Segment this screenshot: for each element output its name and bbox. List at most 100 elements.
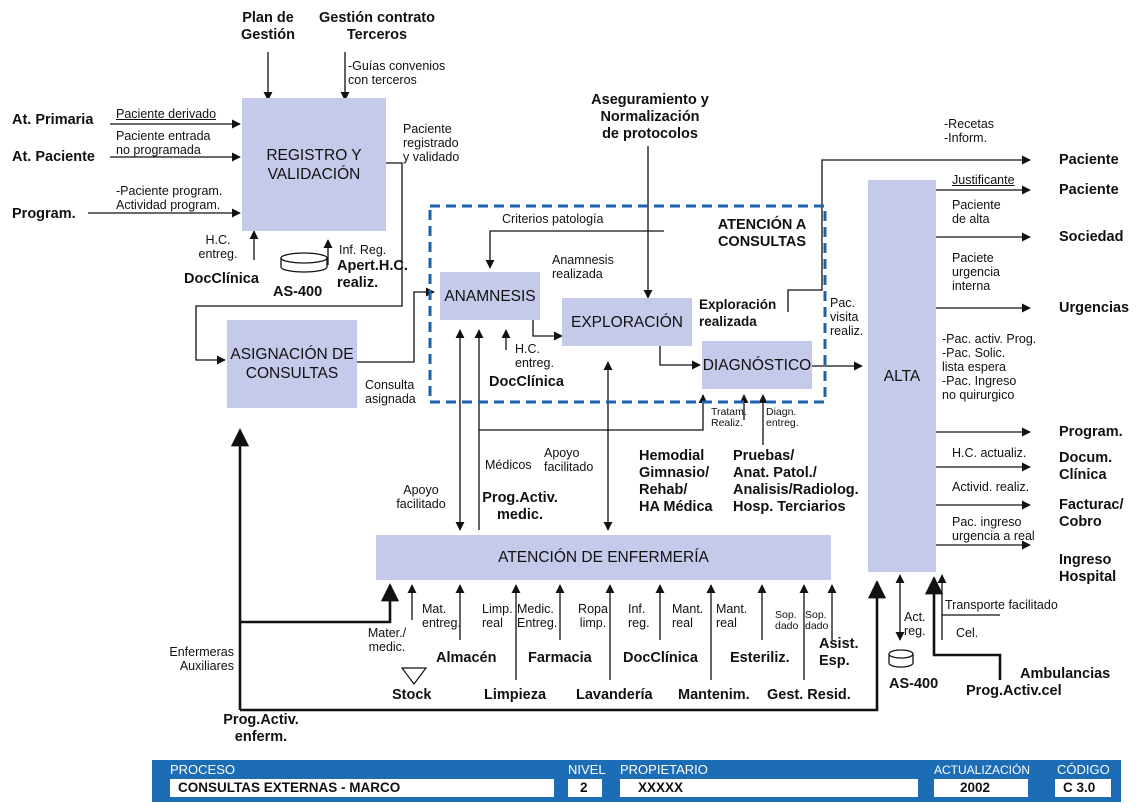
anamnesis-realizada-label: Anamnesis realizada xyxy=(552,253,614,281)
codigo-label: CÓDIGO xyxy=(1057,762,1110,777)
alta-box: ALTA xyxy=(868,180,936,572)
mant-real-b-label: Mant. real xyxy=(716,602,748,630)
ropa-limp-label: Ropa limp. xyxy=(578,602,608,630)
limpieza-label: Limpieza xyxy=(484,687,547,703)
anamnesis-box: ANAMNESIS xyxy=(440,272,540,320)
registro-validacion-box: REGISTRO Y VALIDACIÓN xyxy=(242,98,386,231)
sop-dado-b-label: Sop. dado xyxy=(805,609,829,632)
mantenim-label: Mantenim. xyxy=(678,687,750,703)
proceso-value: CONSULTAS EXTERNAS - MARCO xyxy=(170,779,554,797)
mat-entreg-label: Mat. entreg. xyxy=(422,602,461,630)
cel-label: Cel. xyxy=(956,626,979,640)
esteriliz-label: Esteriliz. xyxy=(730,650,790,666)
atencion-enfermeria-box: ATENCIÓN DE ENFERMERÍA xyxy=(376,535,831,580)
recetas-label: -Recetas -Inform. xyxy=(944,117,995,145)
stock-label: Stock xyxy=(392,687,432,703)
paciente2-label: Paciente xyxy=(1059,182,1119,198)
criterios-label: Criterios patología xyxy=(502,212,604,226)
hc-entreg-label: H.C. entreg. xyxy=(198,233,238,261)
apoyo-facilitado-b-label: Apoyo facilitado xyxy=(396,483,446,511)
program-input-label: Program. xyxy=(12,206,76,222)
almacen-label: Almacén xyxy=(436,650,497,666)
diagnostico-label: DIAGNÓSTICO xyxy=(702,356,812,374)
nivel-label: NIVEL xyxy=(568,762,606,777)
limp-real-label: Limp. real xyxy=(482,602,513,630)
ambulancias-label: Ambulancias xyxy=(1020,666,1111,682)
tratam-label: Tratam. Realiz. xyxy=(711,406,747,429)
paciente1-label: Paciente xyxy=(1059,152,1119,168)
hc-actualiz-label: H.C. actualiz. xyxy=(952,446,1027,460)
gest-resid-label: Gest. Resid. xyxy=(767,687,851,703)
docum-clinica-label: Docum. Clínica xyxy=(1059,450,1113,483)
sociedad-label: Sociedad xyxy=(1059,229,1124,245)
pruebas-label: Pruebas/ Anat. Patol./ Analisis/Radiolog… xyxy=(733,448,859,515)
medic-entreg-label: Medic. Entreg. xyxy=(517,602,558,630)
plan-gestion-label: Plan de Gestión xyxy=(241,10,295,43)
codigo-value: C 3.0 xyxy=(1055,779,1111,797)
docclinica-mid-label: DocClínica xyxy=(489,374,564,390)
paciente-derivado-label: Paciente derivado xyxy=(116,107,217,121)
mater-medic-label: Mater./ medic. xyxy=(367,626,407,654)
actualizacion-value: 2002 xyxy=(934,779,1028,797)
paciente-program-label: -Paciente program. Actividad program. xyxy=(116,184,223,212)
sop-dado-a-label: Sop. dado xyxy=(775,609,799,632)
consulta-asignada-label: Consulta asignada xyxy=(365,378,416,406)
paciete-urgencia-label: Paciete urgencia interna xyxy=(952,251,1000,293)
at-primaria-label: At. Primaria xyxy=(12,112,94,128)
enfermeria-label: ATENCIÓN DE ENFERMERÍA xyxy=(498,549,709,566)
actualizacion-label: ACTUALIZACIÓN xyxy=(934,763,1031,777)
farmacia-label: Farmacia xyxy=(528,650,592,666)
inf-reg-bottom-label: Inf. reg. xyxy=(628,602,650,630)
lavanderia-label: Lavandería xyxy=(576,687,653,703)
facturac-label: Facturac/ Cobro xyxy=(1059,497,1124,530)
at-paciente-label: At. Paciente xyxy=(12,149,95,165)
pac-ingreso-label: Pac. ingreso urgencia a real xyxy=(952,515,1035,543)
pac-visita-label: Pac. visita realiz. xyxy=(830,296,864,338)
proceso-label: PROCESO xyxy=(170,762,236,777)
diagnostico-box: DIAGNÓSTICO xyxy=(702,341,812,389)
justificante-label: Justificante xyxy=(952,173,1015,187)
program-output-label: Program. xyxy=(1059,424,1123,440)
aseguramiento-label: Aseguramiento y Normalización de protoco… xyxy=(591,92,709,142)
paciente-registrado-label: Paciente registrado y validado xyxy=(403,122,460,164)
registro-label: REGISTRO Y VALIDACIÓN xyxy=(266,146,362,183)
apoyo-facilitado-a-label: Apoyo facilitado xyxy=(544,446,594,474)
exploracion-realizada-label: Exploración realizada xyxy=(699,297,777,329)
alta-label: ALTA xyxy=(883,367,921,385)
enfermeras-auxiliares-label: Enfermeras Auxiliares xyxy=(169,645,234,673)
inf-reg-label: Inf. Reg. xyxy=(339,243,387,257)
guias-convenios-label: -Guías convenios con terceros xyxy=(348,59,446,87)
apert-hc-label: Apert.H.C. realiz. xyxy=(337,258,408,291)
urgencias-label: Urgencias xyxy=(1059,300,1130,316)
nivel-value: 2 xyxy=(568,779,602,797)
paciente-alta-label: Paciente de alta xyxy=(952,198,1001,226)
hemodial-label: Hemodial Gimnasio/ Rehab/ HA Médica xyxy=(639,448,713,515)
exploracion-box: EXPLORACIÓN xyxy=(562,298,692,346)
propietario-label: PROPIETARIO xyxy=(620,762,708,777)
gestion-contrato-label: Gestión contrato Terceros xyxy=(318,10,435,43)
as400-right-label: AS-400 xyxy=(889,676,939,692)
asignacion-consultas-box: ASIGNACIÓN DE CONSULTAS xyxy=(227,320,357,408)
act-reg-label: Act. reg. xyxy=(904,610,926,638)
atencion-consultas-label: ATENCIÓN A CONSULTAS xyxy=(717,217,807,250)
activid-realiz-label: Activid. realiz. xyxy=(952,480,1030,494)
mant-real-a-label: Mant. real xyxy=(672,602,704,630)
exploracion-label: EXPLORACIÓN xyxy=(571,313,683,331)
hc-entreg-mid-label: H.C. entreg. xyxy=(515,342,554,370)
prog-activ-enferm-label: Prog.Activ. enferm. xyxy=(223,712,299,745)
prog-activ-medic-label: Prog.Activ. medic. xyxy=(482,490,558,523)
process-footer: PROCESO CONSULTAS EXTERNAS - MARCO NIVEL… xyxy=(152,760,1121,802)
ingreso-hospital-label: Ingreso Hospital xyxy=(1059,552,1117,585)
asist-esp-label: Asist. Esp. xyxy=(819,636,859,669)
docclinica-label: DocClínica xyxy=(184,271,259,287)
pac-activ-label: -Pac. activ. Prog. -Pac. Solic. lista es… xyxy=(942,332,1037,402)
medicos-label: Médicos xyxy=(485,458,532,472)
prog-activ-cel-label: Prog.Activ.cel xyxy=(966,683,1062,699)
diagn-label: Diagn. entreg. xyxy=(766,406,799,429)
anamnesis-label: ANAMNESIS xyxy=(444,287,536,305)
transporte-label: Transporte facilitado xyxy=(945,598,1058,612)
docclinica-bottom-label: DocClínica xyxy=(623,650,698,666)
paciente-entrada-label: Paciente entrada no programada xyxy=(116,129,211,157)
as400-left-label: AS-400 xyxy=(273,284,323,300)
